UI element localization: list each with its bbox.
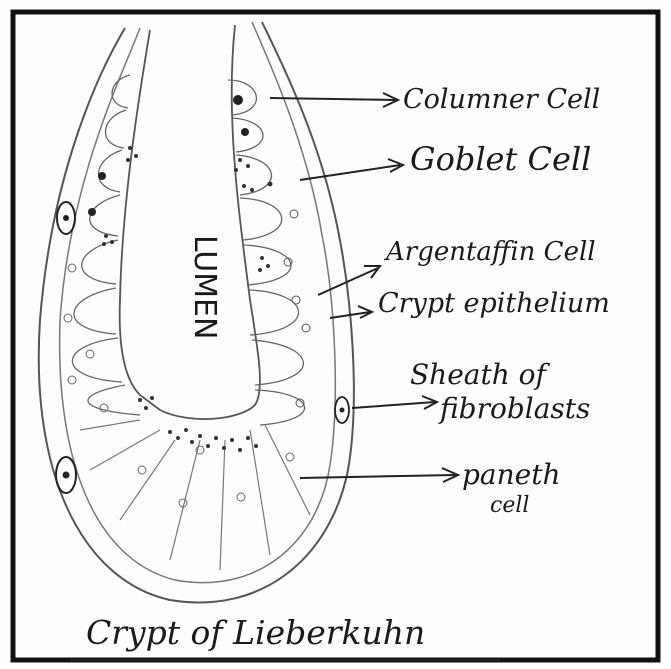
nucleus — [86, 350, 94, 358]
label-sheath-line1: Sheath of — [410, 358, 551, 391]
nucleus — [286, 453, 294, 461]
arrowhead — [364, 266, 380, 278]
lumen-boundary — [120, 25, 260, 419]
nucleus — [241, 128, 249, 136]
label-argentaffin-cell: Argentaffin Cell — [384, 237, 596, 267]
base-epithelium — [80, 420, 310, 570]
arrow-paneth — [300, 475, 455, 478]
lumen-label: LUMEN — [187, 235, 222, 339]
nuclei — [64, 95, 310, 507]
nucleus — [98, 172, 106, 180]
label-columnar-cell: Columner Cell — [403, 84, 600, 115]
arrow-sheath — [352, 402, 435, 408]
left-epithelium — [72, 75, 140, 415]
arrow-goblet — [300, 165, 400, 180]
nucleus — [237, 493, 245, 501]
nucleus — [302, 324, 310, 332]
paneth-granules — [138, 396, 258, 452]
right-epithelium — [228, 80, 305, 425]
nucleus — [68, 376, 76, 384]
nucleus — [290, 210, 298, 218]
nucleus — [138, 466, 146, 474]
label-goblet-cell: Goblet Cell — [410, 140, 591, 178]
nucleus — [68, 264, 76, 272]
nucleus — [100, 404, 108, 412]
label-paneth-line1: paneth — [462, 458, 561, 491]
label-crypt-epithelium: Crypt epithelium — [378, 288, 610, 319]
nucleus — [88, 208, 96, 216]
label-paneth-line2: cell — [490, 493, 529, 518]
columnar-nucleus — [233, 95, 243, 105]
nucleus — [64, 314, 72, 322]
arrow-columnar — [270, 98, 395, 100]
diagram-title: Crypt of Lieberkuhn — [86, 613, 425, 652]
nucleus — [292, 296, 300, 304]
label-sheath-line2: fibroblasts — [438, 392, 590, 425]
